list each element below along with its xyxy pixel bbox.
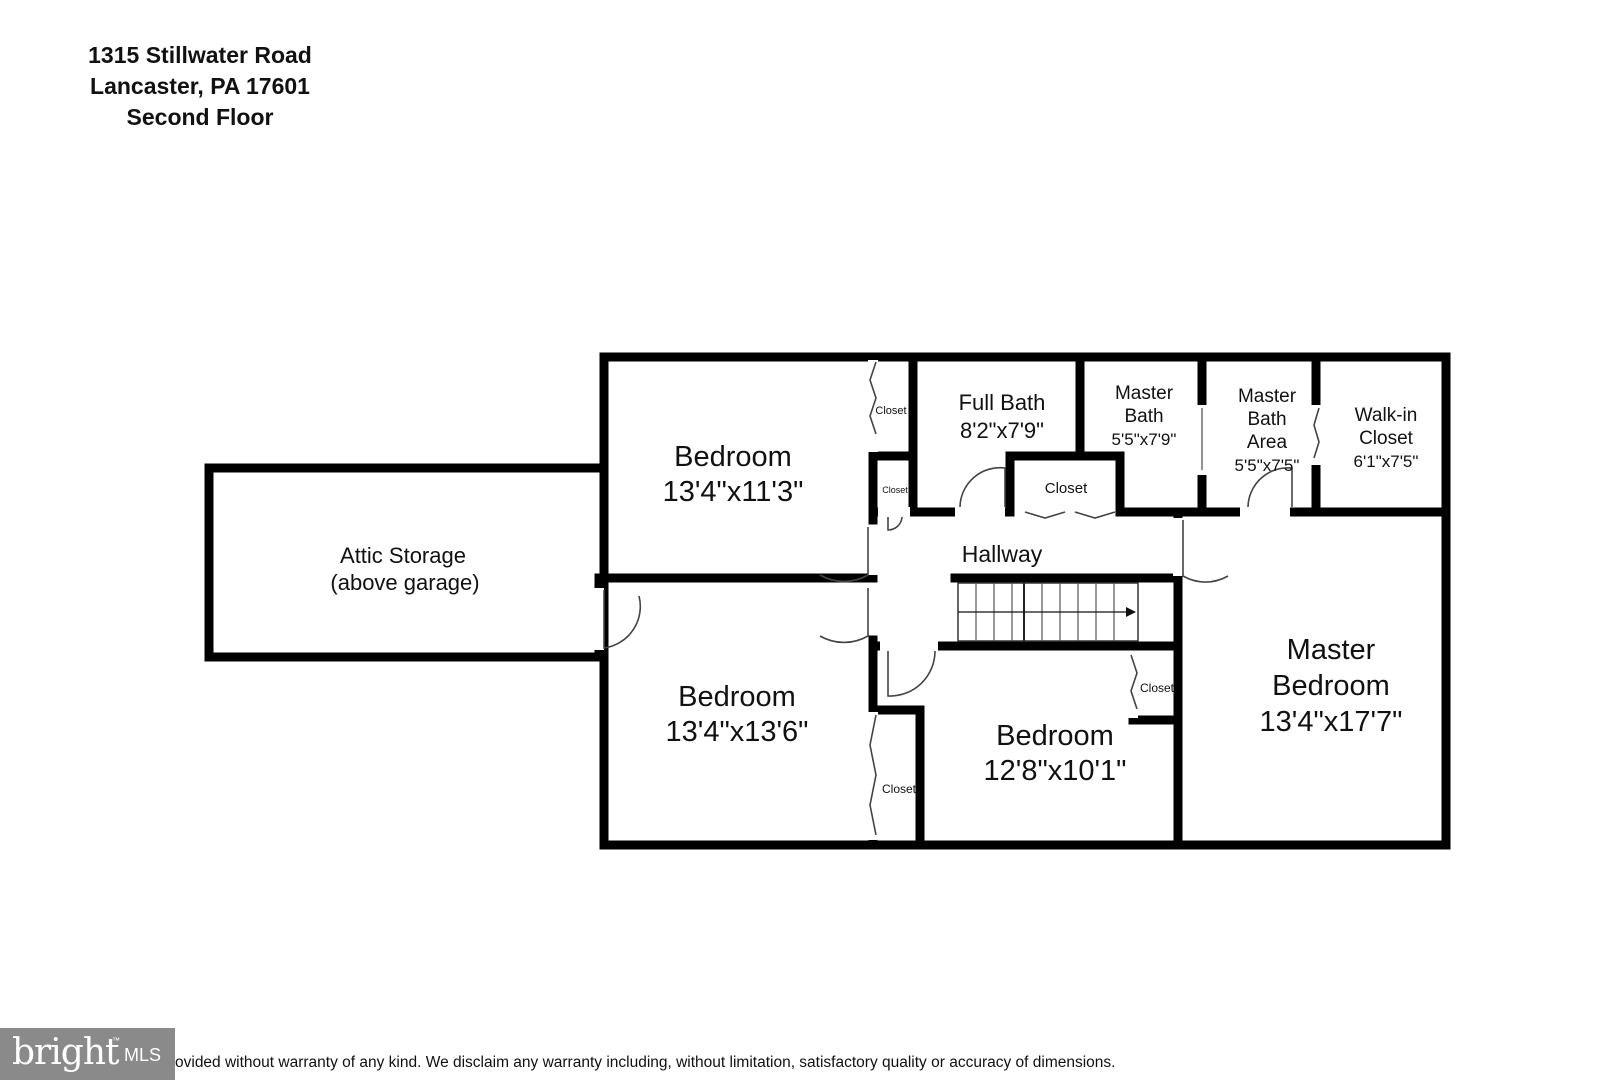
walk-in-closet-name-line1: Walk-in bbox=[1355, 405, 1418, 426]
door-swing bbox=[887, 516, 903, 531]
bedroom-lower-left-size: 13'4"x13'6" bbox=[666, 716, 809, 748]
walk-in-closet-size: 6'1"x7'5" bbox=[1354, 452, 1419, 471]
master-bath-area-name-line2: Bath bbox=[1247, 409, 1286, 430]
closet-center-bedroom-name: Closet bbox=[1140, 681, 1175, 695]
master-bath-size: 5'5"x7'9" bbox=[1112, 430, 1177, 449]
hall-closet-name: Closet bbox=[1045, 480, 1088, 497]
opening bbox=[1311, 405, 1321, 465]
disclaimer-text: ovided without warranty of any kind. We … bbox=[175, 1054, 1116, 1071]
door-swing bbox=[819, 527, 869, 583]
stair-arrow-icon bbox=[1126, 607, 1136, 617]
door-swing bbox=[1182, 520, 1229, 583]
opening bbox=[594, 588, 604, 650]
hall-closet-wall bbox=[1005, 451, 1125, 517]
logo-word: bright bbox=[12, 1032, 119, 1073]
door-swing bbox=[1247, 467, 1293, 508]
bedroom-lower-left-name: Bedroom bbox=[678, 681, 796, 713]
opening bbox=[1240, 507, 1290, 517]
walls bbox=[204, 352, 1451, 850]
bifold-door bbox=[1074, 511, 1116, 519]
opening bbox=[880, 641, 938, 651]
bedroom-center-name: Bedroom bbox=[996, 720, 1114, 752]
master-bath-area-name-line3: Area bbox=[1247, 432, 1288, 453]
opening bbox=[955, 507, 1005, 517]
opening bbox=[868, 525, 878, 575]
bright-mls-logo: bright ™ MLS bbox=[0, 1028, 175, 1080]
bifold-door bbox=[869, 361, 877, 435]
bedroom-center-size: 12'8"x10'1" bbox=[984, 755, 1127, 787]
bifold-door bbox=[1130, 654, 1138, 710]
door-swing bbox=[603, 590, 642, 649]
floor-line: Second Floor bbox=[126, 104, 274, 130]
walk-in-closet-name-line2: Closet bbox=[1359, 428, 1414, 449]
master-bedroom-name-line1: Master bbox=[1287, 634, 1376, 666]
master-bath-area-name-line1: Master bbox=[1238, 386, 1297, 407]
opening bbox=[1173, 518, 1183, 576]
full-bath-name: Full Bath bbox=[959, 390, 1046, 415]
door-swing bbox=[887, 650, 936, 697]
attic-note: (above garage) bbox=[330, 570, 479, 595]
door-swing bbox=[959, 466, 1006, 508]
master-bath-name-line1: Master bbox=[1115, 383, 1174, 404]
address-line: 1315 Stillwater Road bbox=[88, 42, 312, 68]
opening bbox=[878, 507, 910, 517]
opening bbox=[1020, 507, 1115, 517]
logo-suffix: MLS bbox=[124, 1045, 162, 1065]
master-bedroom-name-line2: Bedroom bbox=[1272, 670, 1390, 702]
bifold-door bbox=[1313, 407, 1320, 459]
bedroom-upper-left-size: 13'4"x11'3" bbox=[663, 476, 804, 508]
bedroom-upper-left-name: Bedroom bbox=[674, 441, 792, 473]
closet-wall bbox=[868, 705, 925, 850]
closet-upper-bedroom-name: Closet bbox=[875, 405, 906, 417]
opening bbox=[868, 712, 878, 840]
trademark-mark: ™ bbox=[112, 1036, 120, 1045]
closet-lower-bedroom-name: Closet bbox=[882, 782, 917, 796]
door-swing bbox=[819, 588, 869, 644]
opening bbox=[868, 585, 878, 635]
property-header: 1315 Stillwater Road Lancaster, PA 17601… bbox=[75, 40, 325, 133]
stairs bbox=[957, 582, 1139, 642]
full-bath-size: 8'2"x7'9" bbox=[960, 418, 1044, 443]
master-bath-name-line2: Bath bbox=[1124, 406, 1163, 427]
attic-name: Attic Storage bbox=[340, 543, 466, 568]
bifold-door bbox=[869, 714, 877, 836]
master-bath-area-size: 5'5"x7'5" bbox=[1235, 456, 1300, 475]
master-bedroom-size: 13'4"x17'7" bbox=[1260, 706, 1403, 738]
attic-wall bbox=[204, 463, 604, 662]
closet-small-name: Closet bbox=[882, 485, 908, 495]
hallway-name: Hallway bbox=[962, 541, 1043, 567]
doors bbox=[603, 361, 1320, 836]
city-line: Lancaster, PA 17601 bbox=[90, 73, 310, 99]
bifold-door bbox=[1024, 511, 1066, 519]
